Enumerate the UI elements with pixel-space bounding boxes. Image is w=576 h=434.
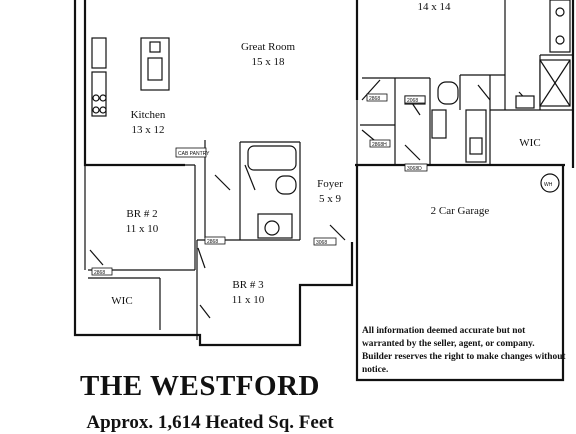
kitchen-fixtures bbox=[91, 37, 170, 117]
master-bath-fixtures bbox=[404, 0, 571, 163]
br3-dims: 11 x 10 bbox=[232, 294, 265, 306]
great-room-name: Great Room bbox=[241, 41, 296, 53]
kitchen-name: Kitchen bbox=[131, 109, 166, 121]
door-tag: 2068 bbox=[407, 98, 418, 104]
foyer-dims: 5 x 9 bbox=[319, 193, 342, 205]
br2-name: BR # 2 bbox=[126, 208, 157, 220]
garage-name: 2 Car Garage bbox=[431, 205, 490, 217]
kitchen-dims: 13 x 12 bbox=[132, 124, 165, 136]
master-bedroom-dims: 14 x 14 bbox=[418, 1, 452, 13]
door-tag: 2868 bbox=[369, 96, 380, 102]
br3-name: BR # 3 bbox=[232, 279, 264, 291]
wic-left-name: WIC bbox=[111, 295, 132, 307]
door-tag: 2868H bbox=[372, 142, 387, 148]
water-heater-label: WH bbox=[544, 182, 553, 188]
water-heater: WH bbox=[540, 173, 560, 193]
hall-bath-fixtures bbox=[247, 145, 297, 239]
door-tag: 2868 bbox=[207, 239, 218, 245]
disclaimer-text: All information deemed accurate but not … bbox=[362, 326, 566, 375]
room-labels: 14 x 14 Great Room 15 x 18 Kitchen 13 x … bbox=[111, 1, 540, 307]
cab-pantry-label: CAB PANTRY bbox=[178, 151, 210, 157]
door-tag: 3068 bbox=[316, 240, 327, 246]
door-tag: 3068D bbox=[407, 166, 422, 172]
plan-title: THE WESTFORD bbox=[80, 370, 320, 402]
wic-right-name: WIC bbox=[519, 137, 540, 149]
great-room-dims: 15 x 18 bbox=[252, 56, 286, 68]
door-tag: 2868 bbox=[94, 270, 105, 276]
door-tags: 2868 2068 2868H 3068D 2868 3068 2868 CAB… bbox=[91, 93, 428, 276]
br2-dims: 11 x 10 bbox=[126, 223, 159, 235]
exterior-walls bbox=[73, 0, 575, 382]
foyer-name: Foyer bbox=[317, 178, 343, 190]
heated-sqft: Approx. 1,614 Heated Sq. Feet bbox=[86, 412, 334, 433]
